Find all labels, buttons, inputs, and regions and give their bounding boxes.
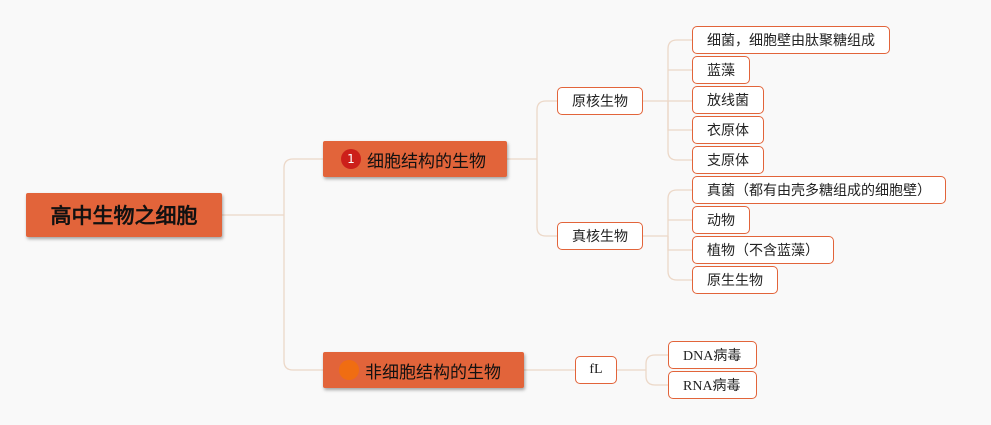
leaf-dna-virus[interactable]: DNA病毒 [668,341,757,369]
priority-circle-icon [339,360,359,380]
root-label: 高中生物之细胞 [50,204,198,228]
group-eukaryotes[interactable]: 真核生物 [557,222,643,250]
leaf-actinomycetes[interactable]: 放线菌 [692,86,764,114]
root-node[interactable]: 高中生物之细胞 [26,193,222,237]
leaf-animals[interactable]: 动物 [692,206,750,234]
leaf-cyanobacteria[interactable]: 蓝藻 [692,56,750,84]
leaf-bacteria[interactable]: 细菌，细胞壁由肽聚糖组成 [692,26,890,54]
leaf-plants[interactable]: 植物（不含蓝藻） [692,236,834,264]
branch-cellular-organisms[interactable]: 1 细胞结构的生物 [323,141,507,177]
branch-label: 细胞结构的生物 [367,151,486,172]
group-fl[interactable]: fL [575,356,617,384]
branch-noncellular-organisms[interactable]: 非细胞结构的生物 [323,352,524,388]
priority-1-icon: 1 [341,149,361,169]
group-prokaryotes[interactable]: 原核生物 [557,87,643,115]
leaf-mycoplasma[interactable]: 支原体 [692,146,764,174]
leaf-fungi[interactable]: 真菌（都有由壳多糖组成的细胞壁） [692,176,946,204]
branch-label: 非细胞结构的生物 [365,362,501,383]
leaf-protists[interactable]: 原生生物 [692,266,778,294]
leaf-chlamydia[interactable]: 衣原体 [692,116,764,144]
leaf-rna-virus[interactable]: RNA病毒 [668,371,757,399]
